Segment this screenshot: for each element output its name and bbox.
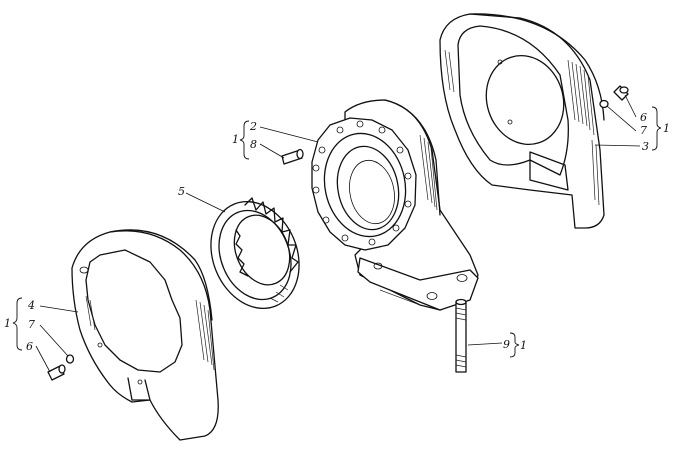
label-1-right: 1 [663, 122, 670, 135]
right-cover-part-3 [439, 13, 605, 229]
housing-shading [379, 134, 438, 306]
label-6-right: 6 [640, 111, 647, 124]
left-cover-part-4 [71, 229, 219, 441]
gear-ring-part-5 [210, 197, 300, 310]
gear-shading [269, 284, 289, 303]
housing-part-2 [311, 99, 479, 311]
leader-lines [35, 94, 641, 373]
label-3: 3 [642, 140, 649, 153]
label-5: 5 [178, 185, 185, 198]
part-labels: 1 2 8 5 6 7 3 1 4 7 1 6 9 1 [4, 111, 670, 353]
label-8-top: 8 [250, 138, 257, 151]
label-7-right: 7 [640, 124, 647, 137]
braces [12, 106, 662, 358]
label-1-left: 1 [4, 317, 11, 330]
label-6-left: 6 [26, 340, 33, 353]
bolt-part-6-left [47, 364, 66, 381]
left-cover-shading [85, 295, 215, 371]
washer-part-7-right [599, 99, 609, 109]
label-1-bottom: 1 [520, 339, 527, 352]
stud-part-9 [455, 298, 467, 373]
washer-part-7-left [65, 354, 75, 364]
label-2: 2 [249, 120, 257, 133]
label-1-top: 1 [232, 133, 239, 146]
label-9: 9 [503, 338, 510, 351]
label-4: 4 [27, 299, 35, 312]
right-cover-shading [444, 49, 600, 206]
bolt-part-8-top [281, 148, 304, 165]
label-7-left: 7 [28, 318, 35, 331]
bolt-part-6-right [613, 85, 629, 101]
